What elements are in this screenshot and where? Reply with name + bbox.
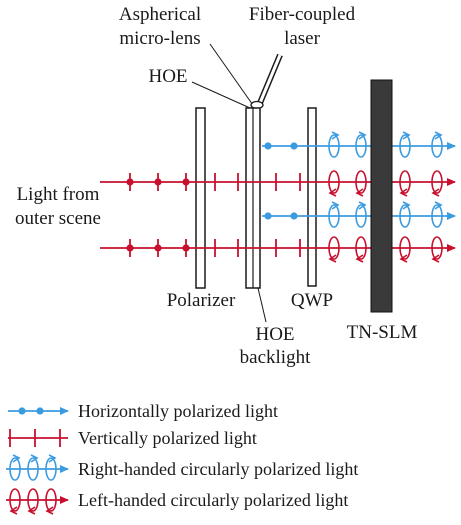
- legend-label: Right-handed circularly polarized light: [78, 459, 358, 479]
- light-beams: [100, 131, 456, 263]
- aspherical-label-line2: micro-lens: [119, 28, 200, 49]
- left-helix-loop: [355, 170, 367, 194]
- polarizer-label: Polarizer: [167, 290, 236, 311]
- helix-arrowhead: [402, 201, 411, 210]
- left-helix-loop: [399, 236, 411, 260]
- polarization-dot: [36, 407, 44, 415]
- light-source-label-line1: Light from: [17, 184, 100, 205]
- left-helix-icon: [6, 488, 69, 515]
- left-helix-loop: [431, 236, 443, 260]
- left-helix-loop: [328, 236, 340, 260]
- fiber-laser-label-line2: laser: [284, 28, 321, 49]
- right-helix-loop: [355, 204, 367, 228]
- polarization-dot: [264, 212, 272, 220]
- left-helix-loop: [45, 488, 57, 512]
- helix-arrowhead: [27, 506, 36, 515]
- right-helix-loop: [431, 204, 443, 228]
- helix-arrowhead: [434, 201, 443, 210]
- legend-row-right-circular: Right-handed circularly polarized light: [6, 454, 358, 481]
- fiber-laser-label-line1: Fiber-coupled: [249, 4, 356, 25]
- right-helix-loop: [328, 134, 340, 158]
- helix-arrowhead: [12, 454, 21, 463]
- light-source-label-line2: outer scene: [15, 208, 101, 229]
- helix-arrowhead: [358, 131, 367, 140]
- qwp-label: QWP: [291, 290, 333, 311]
- legend-row-vertical: Vertically polarized light: [8, 428, 257, 448]
- helix-arrowhead: [402, 131, 411, 140]
- helix-arrowhead: [434, 131, 443, 140]
- fiber-inner: [258, 54, 282, 104]
- legend-row-horizontal: Horizontally polarized light: [8, 401, 278, 421]
- right-helix-loop: [45, 457, 57, 481]
- helix-arrowhead: [328, 254, 337, 263]
- hoe-backlight-label-line2: backlight: [240, 347, 311, 368]
- helix-arrowhead: [355, 188, 364, 197]
- helix-arrowhead: [328, 188, 337, 197]
- legend-label: Left-handed circularly polarized light: [78, 490, 348, 510]
- left-helix-loop: [9, 488, 21, 512]
- left-helix-loop: [355, 236, 367, 260]
- left-helix-loop: [328, 170, 340, 194]
- aspherical-label-line1: Aspherical: [119, 4, 201, 25]
- right-helix-loop: [9, 457, 21, 481]
- left-helix-loop: [399, 170, 411, 194]
- tn-slm-label: TN-SLM: [347, 322, 418, 343]
- hoe-label: HOE: [148, 66, 187, 87]
- dotted-line-icon: [8, 407, 69, 415]
- tick-line-icon: [8, 429, 68, 447]
- right-helix-loop: [27, 457, 39, 481]
- left-helix-loop: [27, 488, 39, 512]
- polarization-dot: [264, 142, 272, 150]
- hoe-leader-line: [191, 81, 251, 109]
- qwp-plate: [307, 107, 317, 287]
- polarization-dot: [290, 142, 298, 150]
- helix-arrowhead: [45, 506, 54, 515]
- left-helix-loop: [431, 170, 443, 194]
- polarizer-plate: [195, 107, 206, 289]
- right-helix-loop: [399, 134, 411, 158]
- helix-arrowhead: [431, 188, 440, 197]
- right-helix-icon: [6, 454, 69, 481]
- helix-arrowhead: [9, 506, 18, 515]
- helix-arrowhead: [355, 254, 364, 263]
- helix-arrowhead: [399, 254, 408, 263]
- tn-slm-panel: [370, 79, 393, 313]
- right-helix-loop: [328, 204, 340, 228]
- helix-arrowhead: [358, 201, 367, 210]
- hoe-backlight-label-line1: HOE: [255, 324, 294, 345]
- polarization-dot: [18, 407, 26, 415]
- legend-label: Horizontally polarized light: [78, 401, 278, 421]
- legend-row-left-circular: Left-handed circularly polarized light: [6, 488, 348, 515]
- polarization-dot: [290, 212, 298, 220]
- helix-arrowhead: [48, 454, 57, 463]
- right-helix-loop: [355, 134, 367, 158]
- helix-arrowhead: [331, 201, 340, 210]
- right-helix-loop: [431, 134, 443, 158]
- helix-arrowhead: [399, 188, 408, 197]
- helix-arrowhead: [331, 131, 340, 140]
- helix-arrowhead: [30, 454, 39, 463]
- aspherical-leader-line: [209, 43, 256, 109]
- light-beams-front: [399, 131, 443, 263]
- right-helix-loop: [399, 204, 411, 228]
- helix-arrowhead: [431, 254, 440, 263]
- legend-label: Vertically polarized light: [78, 428, 257, 448]
- hoe-backlight-leader-line: [257, 287, 267, 323]
